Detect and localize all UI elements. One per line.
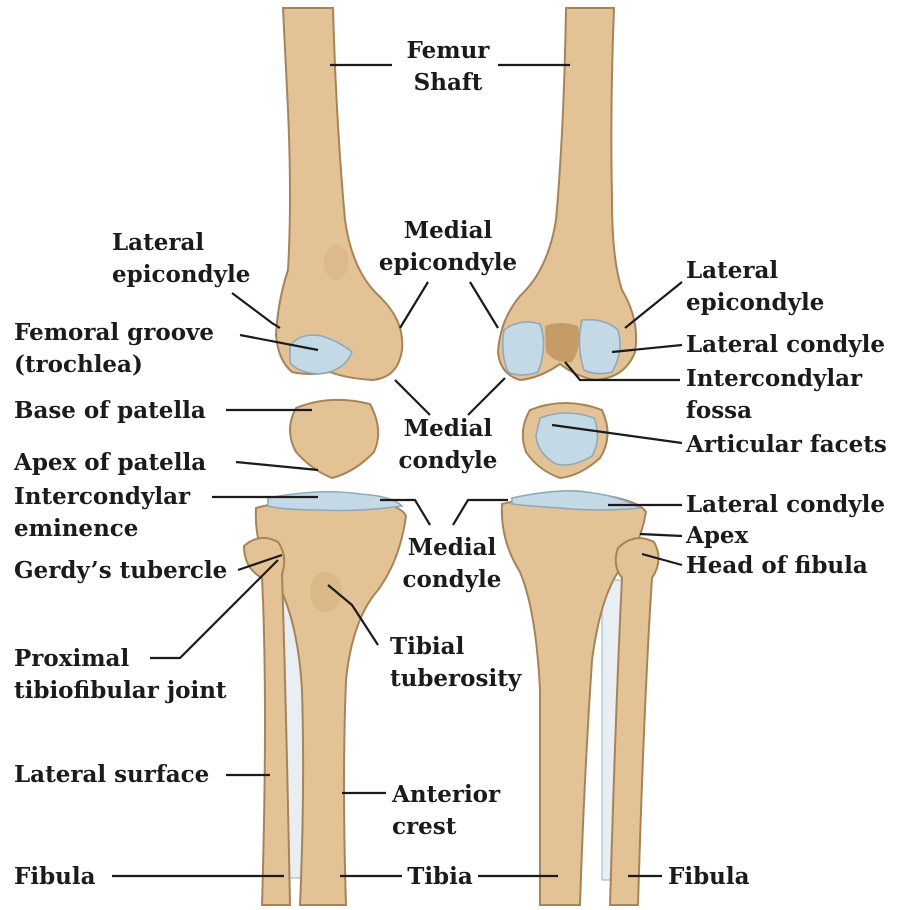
label-femoral-groove-2: (trochlea) — [14, 351, 143, 378]
label-medial-condyle-tibia-1: Medial — [408, 534, 497, 561]
leader-apex-of-patella — [236, 462, 318, 470]
label-femur: Femur — [407, 37, 491, 64]
label-lateral-condyle-femur: Lateral condyle — [686, 331, 885, 358]
right-patella-illustration — [523, 403, 608, 478]
left-leg-illustration — [244, 492, 406, 905]
right-femur-illustration — [498, 8, 636, 380]
label-intercondylar-fossa-1: Intercondylar — [686, 365, 863, 392]
label-lateral-epicondyle-right-1: Lateral — [686, 257, 778, 284]
label-gerdys-tubercle: Gerdy’s tubercle — [14, 557, 227, 584]
label-anterior-crest-2: crest — [392, 813, 457, 840]
label-base-of-patella: Base of patella — [14, 397, 206, 424]
right-leg-illustration — [502, 491, 659, 905]
label-lateral-epicondyle-left-2: epicondyle — [112, 261, 250, 288]
label-proximal-joint-1: Proximal — [14, 645, 129, 672]
label-shaft: Shaft — [414, 69, 483, 96]
label-medial-epicondyle-2: epicondyle — [379, 249, 517, 276]
leader-medial-epicondyle-left — [400, 282, 428, 328]
label-fibula-left: Fibula — [14, 863, 96, 890]
label-femoral-groove-1: Femoral groove — [14, 319, 214, 346]
label-medial-epicondyle-1: Medial — [404, 217, 493, 244]
label-intercondylar-fossa-2: fossa — [686, 397, 752, 424]
label-proximal-joint-2: tibiofibular joint — [14, 677, 227, 704]
labels: Femur Shaft Lateral epicondyle Medial ep… — [13, 37, 887, 890]
leader-medial-condyle-femur-right — [468, 378, 505, 415]
label-lateral-surface: Lateral surface — [14, 761, 209, 788]
label-apex-of-patella: Apex of patella — [13, 449, 206, 476]
label-tibia: Tibia — [407, 863, 473, 890]
leader-medial-condyle-femur-left — [395, 380, 430, 415]
label-tibial-tuberosity-2: tuberosity — [390, 665, 522, 692]
leader-medial-epicondyle-right — [470, 282, 498, 328]
label-tibial-tuberosity-1: Tibial — [390, 633, 465, 660]
label-medial-condyle-tibia-2: condyle — [403, 566, 502, 593]
label-medial-condyle-femur-1: Medial — [404, 415, 493, 442]
leader-apex — [640, 534, 682, 536]
label-lateral-epicondyle-right-2: epicondyle — [686, 289, 824, 316]
label-medial-condyle-femur-2: condyle — [399, 447, 498, 474]
label-lateral-condyle-tibia: Lateral condyle — [686, 491, 885, 518]
label-intercondylar-eminence-1: Intercondylar — [14, 483, 191, 510]
label-anterior-crest-1: Anterior — [391, 781, 501, 808]
label-fibula-right: Fibula — [668, 863, 750, 890]
label-head-of-fibula: Head of fibula — [686, 552, 868, 579]
label-apex: Apex — [685, 522, 749, 549]
left-patella-illustration — [290, 400, 378, 478]
leader-medial-condyle-tibia-right — [453, 500, 508, 525]
left-femur-illustration — [276, 8, 402, 380]
label-lateral-epicondyle-left-1: Lateral — [112, 229, 204, 256]
label-intercondylar-eminence-2: eminence — [14, 515, 138, 542]
label-articular-facets: Articular facets — [685, 431, 887, 458]
leader-lateral-epicondyle-left — [232, 293, 280, 328]
leader-lateral-epicondyle-right — [625, 282, 682, 328]
